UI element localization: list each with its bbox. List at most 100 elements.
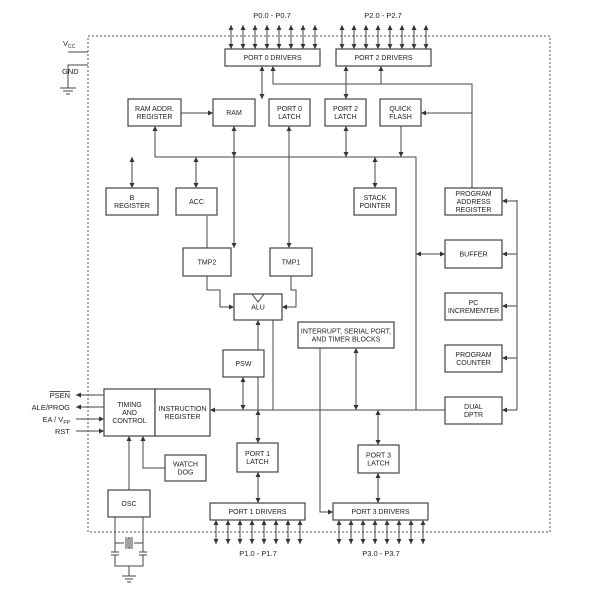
block-label: INTERRUPT, SERIAL PORT,	[301, 329, 391, 336]
ea-sub: PP	[63, 420, 70, 426]
p0-label: P0.0 - P0.7	[253, 11, 291, 20]
block-label: ADDRESS	[457, 199, 491, 206]
vcc-sub: CC	[68, 44, 76, 50]
p1-label: P1.0 - P1.7	[239, 549, 277, 558]
block-label: LATCH	[246, 459, 268, 466]
block-label: RAM ADDR.	[135, 106, 174, 113]
ea-label: EA / V	[42, 415, 63, 424]
connector	[282, 276, 297, 310]
port2-drivers-block: PORT 2 DRIVERS	[335, 48, 432, 67]
chip-boundary	[87, 35, 551, 533]
block-label: LATCH	[278, 114, 300, 121]
block-label: OSC	[121, 501, 136, 508]
block-label: PORT 1	[245, 451, 270, 458]
block-label: PORT 0	[277, 106, 302, 113]
svg-text:EA / VPP: EA / VPP	[42, 415, 70, 426]
block-label: PORT 3 DRIVERS	[351, 509, 409, 516]
connector	[114, 555, 144, 567]
vcc-label: V	[63, 39, 68, 48]
block-label: LATCH	[367, 461, 389, 468]
block-label: REGISTER	[114, 203, 150, 210]
block-label: STACK	[364, 195, 387, 202]
block-label: DOG	[178, 470, 194, 477]
block-label: REGISTER	[165, 414, 201, 421]
block-label: WATCH	[173, 462, 198, 469]
block-label: AND TIMER BLOCKS	[312, 337, 381, 344]
ram-block: RAM	[212, 98, 256, 127]
block-label: REGISTER	[456, 207, 492, 214]
block-label: INSTRUCTION	[159, 406, 207, 413]
alu-block: ALU	[233, 293, 283, 321]
block-label: ALU	[251, 305, 265, 312]
tmp2-block: TMP2	[182, 247, 232, 277]
block-label: TMP1	[282, 260, 301, 267]
svg-text:VCC: VCC	[63, 39, 76, 50]
pin-labels: P0.0 - P0.7 P2.0 - P2.7 P1.0 - P1.7 P3.0…	[32, 11, 402, 558]
osc-block: OSC	[107, 489, 151, 518]
block-label: LATCH	[334, 114, 356, 121]
tmp1-block: TMP1	[269, 247, 313, 277]
connector	[127, 537, 131, 549]
block-label: POINTER	[359, 203, 390, 210]
block-label: CONTROL	[112, 418, 146, 425]
gnd-label: GND	[62, 67, 79, 76]
p2-label: P2.0 - P2.7	[364, 11, 402, 20]
block-label: TIMING	[117, 402, 142, 409]
block-label: PC	[469, 300, 479, 307]
block-label: DUAL	[464, 404, 483, 411]
block-label: PORT 0 DRIVERS	[243, 55, 301, 62]
connections	[60, 25, 518, 583]
ram-addr-block: RAM ADDR.REGISTER	[127, 98, 182, 127]
block-label: DPTR	[464, 412, 483, 419]
block-label: COUNTER	[456, 360, 491, 367]
connector	[67, 64, 88, 88]
block-label: PROGRAM	[455, 352, 491, 359]
connector	[206, 276, 234, 310]
connector	[140, 436, 165, 469]
block-label: RAM	[226, 110, 242, 117]
block-label: AND	[122, 410, 137, 417]
block-label: QUICK	[389, 106, 412, 113]
block-label: BUFFER	[460, 252, 488, 259]
connector	[317, 322, 333, 515]
port1-drivers-block: PORT 1 DRIVERS	[209, 502, 306, 521]
connector	[270, 66, 473, 188]
port3-drivers-block: PORT 3 DRIVERS	[332, 502, 429, 521]
psen-label: PSEN	[50, 391, 70, 400]
block-label: PORT 1 DRIVERS	[228, 509, 286, 516]
buffer-block: BUFFER	[444, 239, 503, 269]
interrupt-block: INTERRUPT, SERIAL PORT,AND TIMER BLOCKS	[297, 321, 395, 349]
alu-notch	[251, 293, 265, 303]
block-label: INCREMENTER	[448, 308, 499, 315]
port0-drivers-block: PORT 0 DRIVERS	[224, 48, 321, 67]
block-label: ACC	[189, 199, 204, 206]
block-label: PSW	[236, 361, 252, 368]
block-label: FLASH	[389, 114, 412, 121]
ale-label: ALE/PROG	[32, 403, 71, 412]
block-label: PORT 3	[366, 453, 391, 460]
connector	[155, 156, 417, 410]
block-label: TMP2	[198, 260, 217, 267]
block-label: PROGRAM	[455, 191, 491, 198]
p3-label: P3.0 - P3.7	[362, 549, 400, 558]
block-label: PORT 2 DRIVERS	[354, 55, 412, 62]
rst-label: RST	[55, 427, 70, 436]
block-label: B	[130, 195, 135, 202]
psw-block: PSW	[222, 349, 265, 378]
block-label: PORT 2	[333, 106, 358, 113]
block-label: REGISTER	[137, 114, 173, 121]
